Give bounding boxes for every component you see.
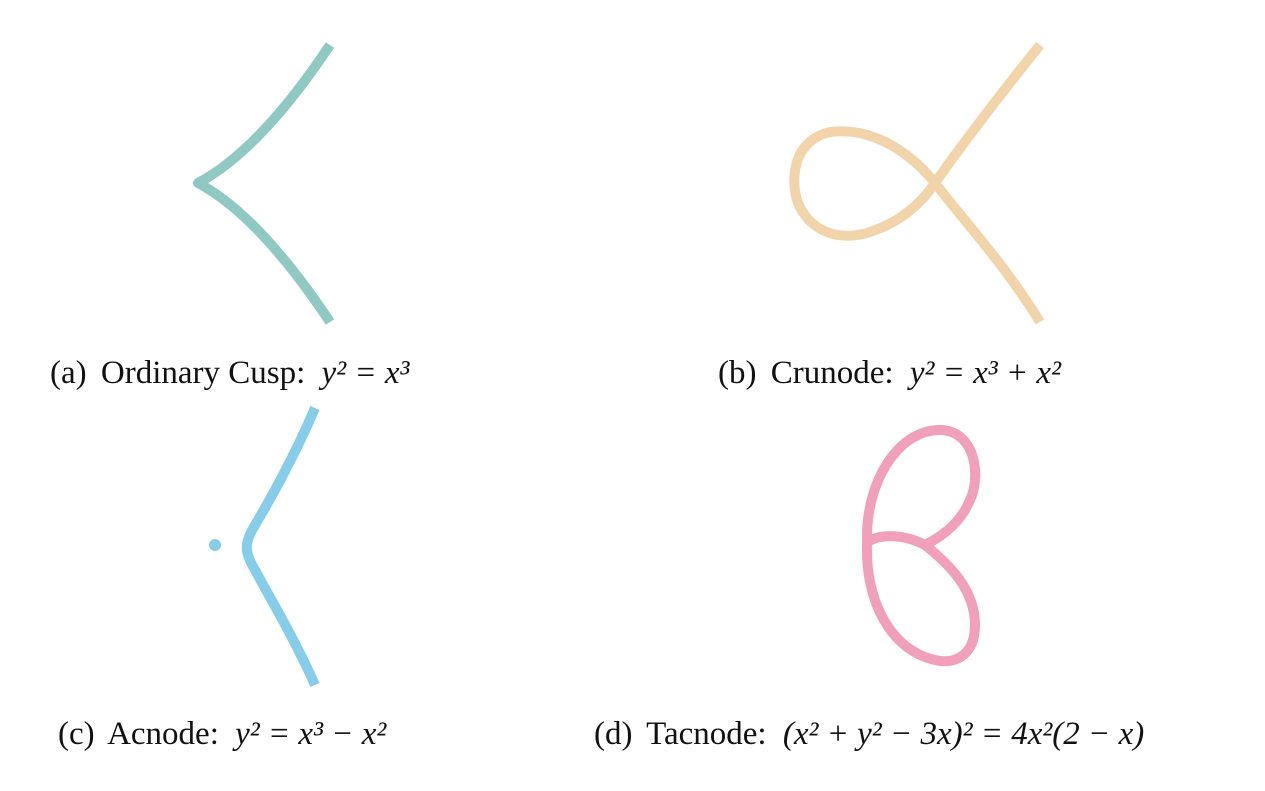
- caption-a-name: Ordinary Cusp:: [100, 355, 306, 391]
- caption-d: (d) Tacnode: (x² + y² − 3x)² = 4x²(2 − x…: [594, 714, 1144, 754]
- panel-a-curve: [193, 42, 335, 325]
- caption-d-name: Tacnode:: [646, 716, 767, 752]
- caption-a-label: (a): [50, 355, 87, 391]
- acnode-isolated-point: [209, 539, 221, 551]
- panel-c-curve: [209, 406, 320, 688]
- caption-c-name: Acnode:: [107, 716, 219, 752]
- caption-c-equation: y² = x³ − x²: [235, 716, 387, 752]
- panel-b-curve: [789, 41, 1045, 325]
- caption-b-equation: y² = x³ + x²: [909, 355, 1061, 391]
- cusp-curve: [193, 42, 335, 325]
- caption-a: (a) Ordinary Cusp: y² = x³: [50, 353, 409, 393]
- caption-d-label: (d): [594, 716, 633, 752]
- caption-d-equation: (x² + y² − 3x)² = 4x²(2 − x): [782, 716, 1145, 752]
- tacnode-curve: [861, 424, 981, 667]
- caption-c-label: (c): [58, 716, 95, 752]
- caption-c: (c) Acnode: y² = x³ − x²: [58, 714, 386, 754]
- crunode-curve: [789, 41, 1045, 325]
- acnode-curve: [241, 406, 320, 688]
- caption-b-name: Crunode:: [770, 355, 894, 391]
- caption-b: (b) Crunode: y² = x³ + x²: [718, 353, 1061, 393]
- caption-b-label: (b): [718, 355, 757, 391]
- panel-d-curve: [861, 424, 981, 667]
- caption-a-equation: y² = x³: [321, 355, 410, 391]
